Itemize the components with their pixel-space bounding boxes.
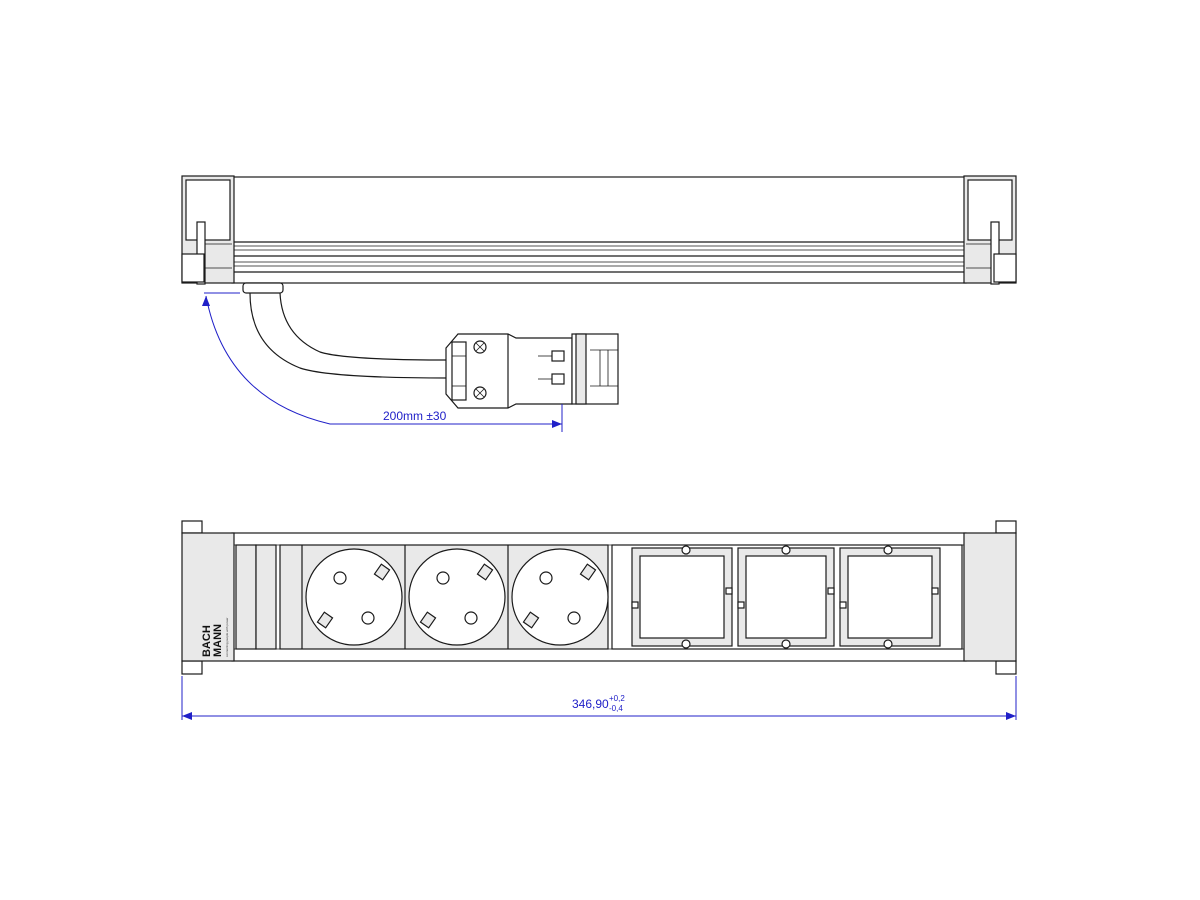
- earthing-clip: [419, 611, 437, 629]
- top-view: 200mm ±30: [181, 175, 1017, 432]
- overall-length-tolerance-upper: +0,2: [609, 694, 625, 703]
- screw-icon: [681, 639, 691, 649]
- earthing-clip: [522, 611, 540, 629]
- screw-icon: [781, 545, 791, 555]
- schuko-socket-3: [511, 548, 609, 646]
- socket-face: [408, 548, 506, 646]
- earthing-clip: [579, 563, 597, 581]
- cable: [249, 292, 449, 379]
- module-frame-2: [737, 545, 835, 649]
- overall-length-tolerance-lower: -0,4: [609, 704, 623, 713]
- schuko-socket-2: [408, 548, 506, 646]
- socket-face: [305, 548, 403, 646]
- schuko-socket-1: [305, 548, 403, 646]
- brand-line-1: BACH: [201, 625, 213, 657]
- earthing-clip: [316, 611, 334, 629]
- screw-icon: [781, 639, 791, 649]
- earthing-clip: [373, 563, 391, 581]
- top-view-body: [231, 176, 967, 284]
- top-view-left-endcap: [181, 175, 235, 285]
- socket-pin-hole: [333, 571, 347, 585]
- blank-filler: [235, 544, 257, 650]
- earthing-clip: [476, 563, 494, 581]
- overall-length-value: 346,90: [572, 697, 609, 711]
- module-frame-3: [839, 545, 941, 649]
- front-view-right-endcap: [963, 520, 1017, 675]
- cable-length-dimension: 200mm ±30: [202, 292, 563, 432]
- front-view: BACH MANN connecting people with power: [181, 520, 1017, 720]
- socket-pin-hole: [436, 571, 450, 585]
- cable-length-label: 200mm ±30: [383, 409, 447, 423]
- module-frame-1: [631, 545, 733, 649]
- socket-pin-hole: [567, 611, 581, 625]
- screw-icon: [681, 545, 691, 555]
- screw-icon: [883, 545, 893, 555]
- cable-outlet: [242, 282, 284, 294]
- top-view-right-endcap: [963, 175, 1017, 285]
- overall-length-dimension: 346,90 +0,2 -0,4: [181, 676, 1017, 720]
- socket-pin-hole: [361, 611, 375, 625]
- front-view-left-endcap: BACH MANN connecting people with power: [181, 520, 235, 675]
- cable-connector: [445, 333, 619, 409]
- screw-icon: [883, 639, 893, 649]
- brand-tagline: connecting people with power: [225, 617, 229, 657]
- socket-pin-hole: [539, 571, 553, 585]
- socket-face: [511, 548, 609, 646]
- socket-pin-hole: [464, 611, 478, 625]
- brand-line-2: MANN: [212, 624, 224, 657]
